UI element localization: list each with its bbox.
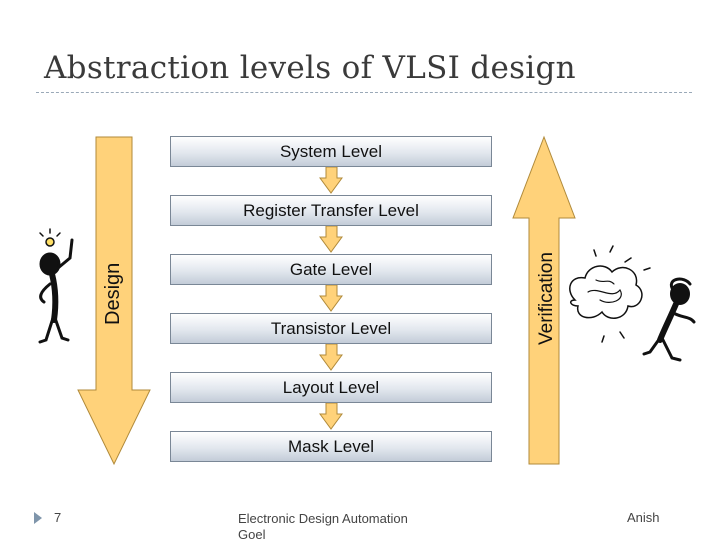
verification-arrow: Verification — [512, 135, 576, 465]
connector-arrow — [319, 402, 343, 430]
connector-arrow — [319, 225, 343, 253]
level-box-layout: Layout Level — [170, 372, 492, 403]
level-label: Register Transfer Level — [243, 200, 419, 220]
footer-author-last: Goel — [238, 527, 266, 542]
level-box-mask: Mask Level — [170, 431, 492, 462]
level-label: Gate Level — [289, 259, 373, 279]
level-label: Transistor Level — [270, 318, 392, 338]
level-box-rtl: Register Transfer Level — [170, 195, 492, 226]
slide-title: Abstraction levels of VLSI design — [44, 50, 576, 86]
design-arrow-label: Design — [102, 263, 124, 325]
connector-arrows — [319, 166, 343, 430]
level-label: Mask Level — [288, 436, 374, 456]
level-box-transistor: Transistor Level — [170, 313, 492, 344]
connector-arrow — [319, 166, 343, 194]
level-label: System Level — [279, 141, 383, 161]
page-number: 7 — [54, 510, 62, 525]
design-arrow: Design — [77, 136, 151, 466]
connector-arrow — [319, 284, 343, 312]
connector-arrow — [319, 343, 343, 371]
footer-author-first: Anish — [627, 510, 660, 525]
verification-arrow-label: Verification — [536, 252, 557, 345]
level-label: Layout Level — [282, 377, 380, 397]
level-box-system: System Level — [170, 136, 492, 167]
title-divider — [36, 92, 692, 93]
confused-figure-icon — [569, 245, 696, 362]
footer-bullet-icon — [34, 512, 42, 524]
footer-center-text: Electronic Design Automation — [238, 511, 408, 526]
level-box-gate: Gate Level — [170, 254, 492, 285]
idea-figure-icon — [38, 228, 74, 344]
